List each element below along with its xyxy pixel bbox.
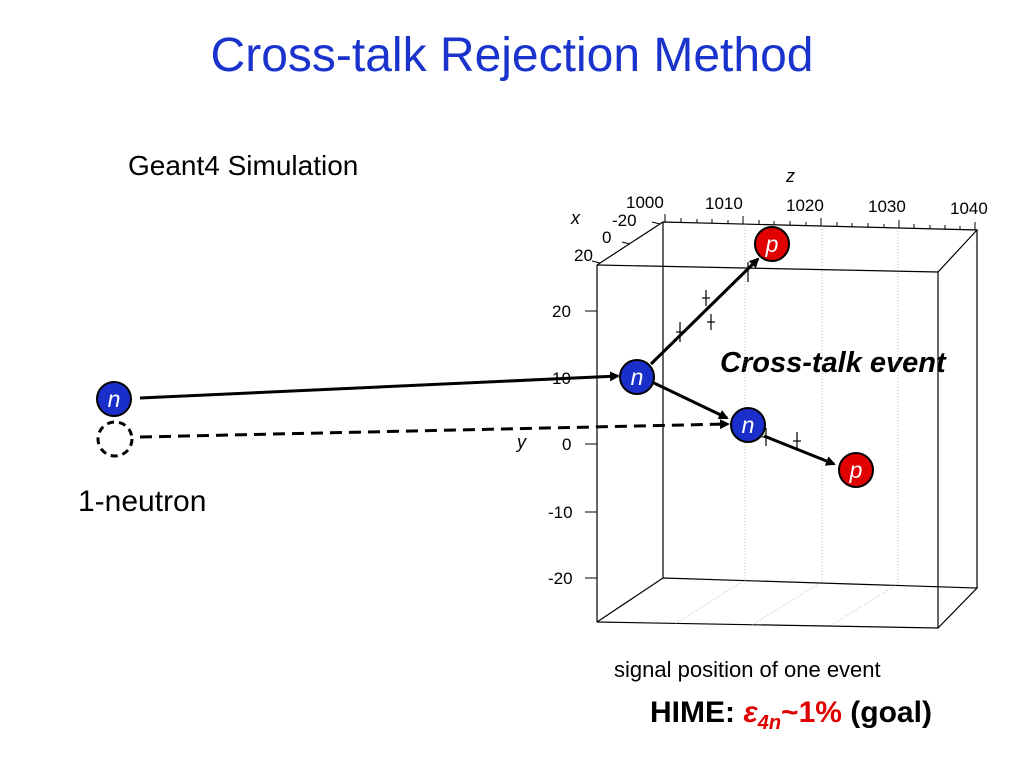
y-tick-label: 20 (552, 302, 571, 321)
y-axis-ticks (585, 310, 597, 579)
trajectories (139, 257, 836, 466)
x-axis-title: x (570, 208, 581, 228)
scattered-neutron-track (653, 381, 729, 420)
missing-neutron-track (139, 419, 730, 439)
back-grid (674, 224, 899, 627)
svg-text:n: n (108, 386, 121, 412)
box-bottom-face (596, 577, 979, 629)
svg-text:n: n (631, 364, 644, 390)
x-tick-label: 0 (602, 228, 611, 247)
proton-1-track (649, 257, 760, 366)
proton-2: p (838, 452, 874, 488)
z-tick-label: 1020 (786, 196, 824, 215)
svg-text:p: p (765, 231, 779, 257)
z-axis-ticks (664, 214, 976, 230)
scattered-neutron-1: n (619, 359, 655, 395)
y-tick-label: 0 (562, 435, 571, 454)
x-tick-label: -20 (612, 211, 637, 230)
z-tick-label: 1040 (950, 199, 988, 218)
hime-efficiency-goal: HIME: ε4n~1% (goal) (650, 696, 932, 735)
hime-epsilon: ε4n~1% (743, 696, 842, 734)
y-axis-title: y (515, 432, 527, 452)
x-tick-label: 20 (574, 246, 593, 265)
cross-talk-event-label: Cross-talk event (720, 347, 946, 379)
hime-suffix: (goal) (850, 696, 932, 729)
proton-1: p (754, 226, 790, 262)
z-tick-label: 1030 (868, 197, 906, 216)
scattered-neutron-2: n (730, 407, 766, 443)
proton-2-track (763, 434, 836, 466)
simulation-label: Geant4 Simulation (128, 150, 359, 181)
incoming-neutron: n (96, 381, 132, 417)
svg-text:n: n (742, 412, 755, 438)
y-tick-label: -10 (548, 503, 573, 522)
z-axis-title: z (785, 166, 795, 186)
hime-prefix: HIME: (650, 696, 735, 729)
slide-title: Cross-talk Rejection Method (210, 29, 814, 82)
missing-neutron-circle (96, 420, 134, 458)
x-axis-ticks (591, 221, 661, 264)
y-tick-label: -20 (548, 569, 573, 588)
z-tick-label: 1000 (626, 193, 664, 212)
signal-caption: signal position of one event (614, 657, 881, 682)
z-tick-label: 1010 (705, 194, 743, 213)
svg-text:p: p (849, 457, 863, 483)
incoming-neutron-track (139, 371, 620, 400)
one-neutron-label: 1-neutron (78, 485, 207, 518)
